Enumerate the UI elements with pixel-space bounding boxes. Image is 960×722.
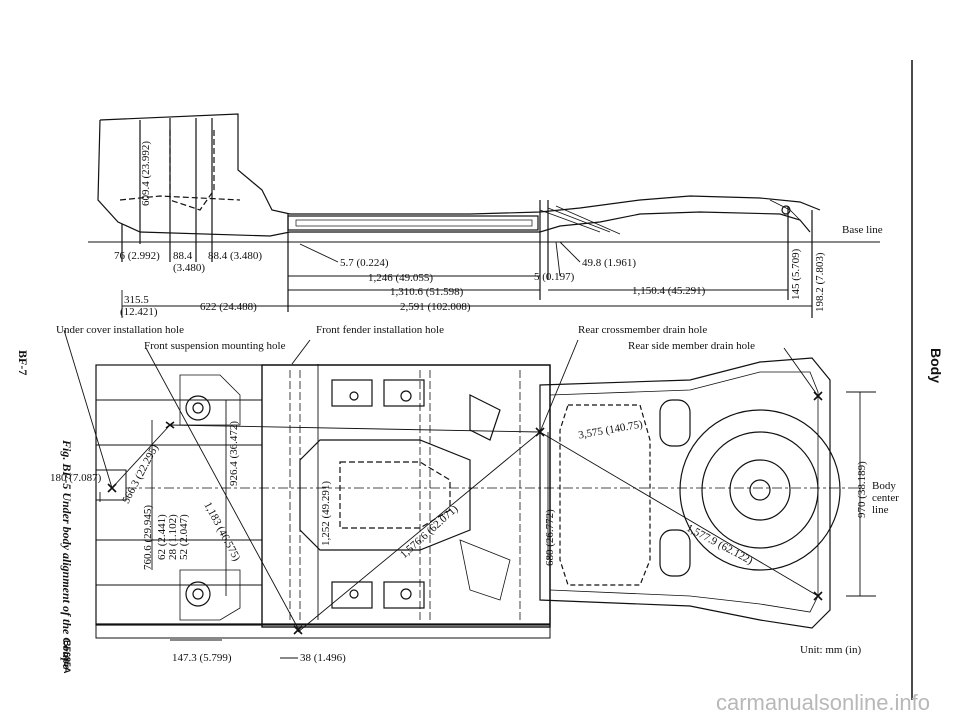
- dim-680: 680 (26.772): [544, 509, 556, 566]
- dim-1246: 1,246 (49.055): [368, 272, 434, 284]
- watermark: carmanualsonline.info: [716, 690, 931, 715]
- dim-180: 180 (7.087): [50, 472, 102, 484]
- rear-crossmember-drain-label: Rear crossmember drain hole: [578, 324, 708, 336]
- dim-315-5: 315.5: [124, 294, 149, 306]
- side-view: [97, 113, 821, 318]
- dim-147-3: 147.3 (5.799): [172, 652, 232, 664]
- front-suspension-hole-label: Front suspension mounting hole: [144, 340, 286, 352]
- dim-198-2: 198.2 (7.803): [814, 252, 826, 312]
- dim-1310-6: 1,310.6 (51.598): [390, 286, 464, 298]
- under-cover-hole-label: Under cover installation hole: [56, 324, 184, 336]
- dim-88-4-a: 88.4: [173, 250, 193, 262]
- body-center-line-label: Body center line: [872, 480, 899, 516]
- plan-dim-lines: [63, 329, 876, 659]
- dim-970: 970 (38.189): [856, 461, 868, 518]
- measure-points: [107, 391, 823, 635]
- rear-side-member-drain-label: Rear side member drain hole: [628, 340, 756, 352]
- dim-5: 5 (0.197): [534, 271, 575, 283]
- plan-view: [95, 357, 860, 639]
- base-line-label: Base line: [842, 224, 883, 236]
- dim-609-4: 609.4 (23.992): [140, 140, 152, 206]
- dim-1252: 1,252 (49.291): [320, 480, 332, 546]
- dim-145: 145 (5.709): [790, 248, 802, 300]
- front-fender-hole-label: Front fender installation hole: [316, 324, 444, 336]
- side-dim-lines: [121, 241, 812, 318]
- dim-622: 622 (24.488): [200, 301, 257, 313]
- dim-49-8: 49.8 (1.961): [582, 257, 637, 269]
- dim-88-4-a-inch: (3.480): [173, 262, 206, 274]
- page-number: BF-7: [16, 350, 30, 376]
- section-title: Body: [928, 348, 944, 383]
- dim-88-4-b: 88.4 (3.480): [208, 250, 263, 262]
- dim-1150-4: 1,150.4 (45.291): [632, 285, 706, 297]
- dim-315-5-inch: (12.421): [120, 306, 158, 318]
- unit-label: Unit: mm (in): [800, 644, 862, 656]
- dim-760-6: 760.6 (29.945): [142, 504, 154, 570]
- figure-caption: Fig. BF-5 Under body alignment of the Co…: [60, 440, 74, 670]
- figure-code: BF685A: [62, 640, 72, 674]
- dim-38: 38 (1.496): [300, 652, 346, 664]
- dim-5-7: 5.7 (0.224): [340, 257, 389, 269]
- dim-52: 52 (2.047): [178, 514, 190, 560]
- dim-926-4: 926.4 (36.472): [228, 420, 240, 486]
- dim-76: 76 (2.992): [114, 250, 160, 262]
- dim-2591: 2,591 (102.008): [400, 301, 471, 313]
